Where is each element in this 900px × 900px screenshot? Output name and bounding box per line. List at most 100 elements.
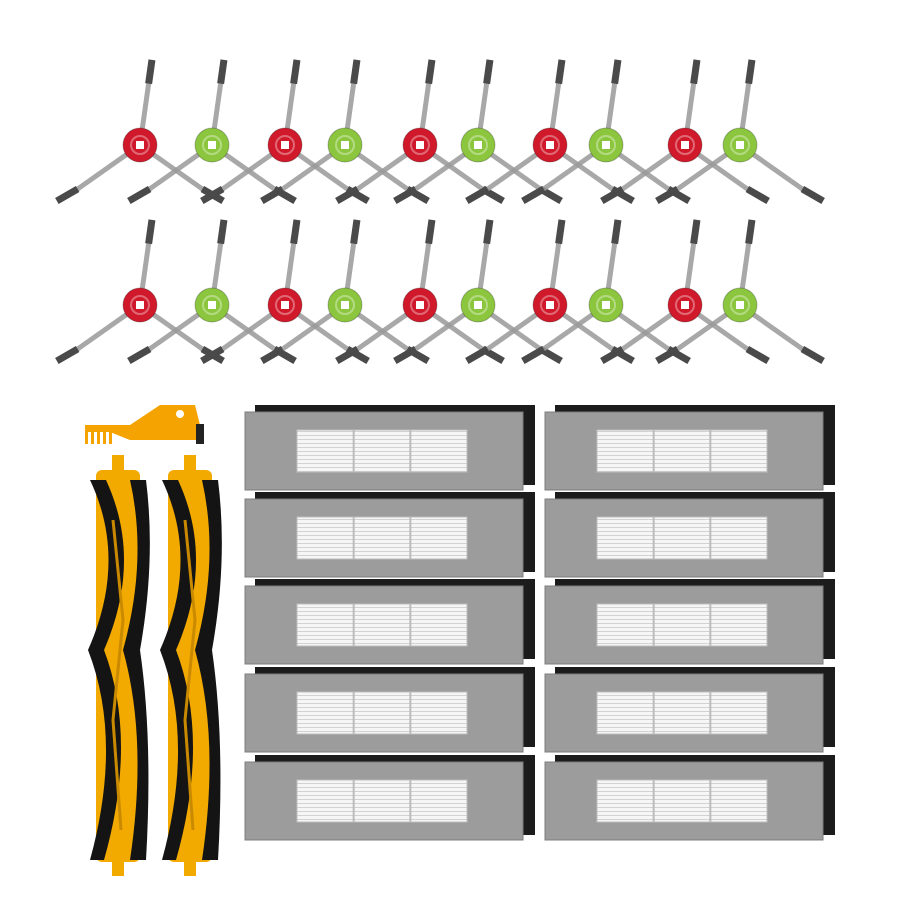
tool-comb-tooth [109, 432, 112, 444]
side-brush [127, 59, 297, 205]
hub-socket [416, 141, 424, 149]
main-brush [160, 455, 222, 876]
hub-socket [281, 141, 289, 149]
filter [544, 579, 835, 665]
hub-socket [736, 301, 744, 309]
side-brush [55, 219, 225, 365]
side-brush [465, 59, 635, 205]
hub-ring [730, 295, 750, 315]
hub-ring [202, 295, 222, 315]
tool-comb-tooth [85, 432, 88, 444]
bristle-strip [123, 480, 150, 860]
roller-end-cap [112, 860, 124, 876]
tool-comb-tooth [97, 432, 100, 444]
bristle-tuft [465, 185, 490, 205]
filter-mesh [296, 429, 468, 473]
hub-ring [468, 295, 488, 315]
side-brush [600, 219, 770, 365]
bristle-tuft [145, 59, 156, 85]
filter-mesh [596, 429, 768, 473]
side-brushes [55, 59, 825, 365]
filter-mesh [596, 779, 768, 823]
hub-socket [208, 301, 216, 309]
hepa-filters [244, 405, 835, 841]
tool-bristles [196, 424, 204, 444]
hub-socket [341, 141, 349, 149]
bristle-tuft [145, 219, 156, 245]
filter-mesh [296, 603, 468, 647]
bristle-tuft [600, 185, 625, 205]
side-brush [465, 219, 635, 365]
filter-mesh [596, 691, 768, 735]
side-brush [127, 219, 297, 365]
filter-mesh [596, 516, 768, 560]
side-brush [335, 59, 505, 205]
hub-ring [410, 135, 430, 155]
filter [544, 492, 835, 578]
tool-comb-tooth [103, 432, 106, 444]
filter-mesh [596, 603, 768, 647]
side-brush [55, 59, 225, 205]
hub-socket [602, 141, 610, 149]
tool-body [85, 405, 200, 440]
bristle-tuft [800, 185, 825, 205]
side-brush [655, 59, 825, 205]
bristle-tuft [555, 59, 566, 85]
bristle-tuft [200, 185, 225, 205]
bristle-tuft [611, 219, 622, 245]
bristle-tuft [465, 345, 490, 365]
bristle-tuft [655, 345, 680, 365]
hub-socket [546, 301, 554, 309]
side-brush [521, 219, 691, 365]
filter [544, 405, 835, 491]
filter [544, 667, 835, 753]
filter [244, 667, 535, 753]
main-brushes [88, 455, 222, 876]
hub-socket [341, 301, 349, 309]
hub-socket [681, 141, 689, 149]
bristle-tuft [393, 345, 418, 365]
hub-ring [730, 135, 750, 155]
hub-socket [208, 141, 216, 149]
hub-socket [474, 301, 482, 309]
side-brush [393, 219, 563, 365]
roller-end-cap [112, 455, 124, 471]
roller-blade [183, 519, 197, 831]
bristle-tuft [425, 59, 436, 85]
side-brush [655, 219, 825, 365]
hub-ring [130, 295, 150, 315]
main-brush [88, 455, 150, 876]
bristle-tuft [393, 185, 418, 205]
hub-socket [136, 141, 144, 149]
hub-ring [275, 295, 295, 315]
hub-socket [602, 301, 610, 309]
tool-comb-tooth [91, 432, 94, 444]
bristle-tuft [555, 219, 566, 245]
bristle-tuft [655, 185, 680, 205]
bristle-tuft [55, 185, 80, 205]
hub-socket [546, 141, 554, 149]
hub-ring [202, 135, 222, 155]
filter [544, 755, 835, 841]
bristle-tuft [600, 345, 625, 365]
bristle-tuft [800, 345, 825, 365]
filter [244, 579, 535, 665]
filter-mesh [296, 516, 468, 560]
side-brush [600, 59, 770, 205]
bristle-strip [195, 480, 222, 860]
bristle-tuft [217, 219, 228, 245]
hub-socket [416, 301, 424, 309]
bristle-tuft [483, 219, 494, 245]
bristle-tuft [745, 59, 756, 85]
bristle-tuft [290, 219, 301, 245]
tool-hole [176, 410, 184, 418]
hub-ring [468, 135, 488, 155]
hub-ring [275, 135, 295, 155]
bristle-tuft [127, 185, 152, 205]
bristle-tuft [335, 185, 360, 205]
bristle-tuft [745, 219, 756, 245]
bristle-tuft [745, 345, 770, 365]
bristle-tuft [290, 59, 301, 85]
filter-mesh [296, 779, 468, 823]
